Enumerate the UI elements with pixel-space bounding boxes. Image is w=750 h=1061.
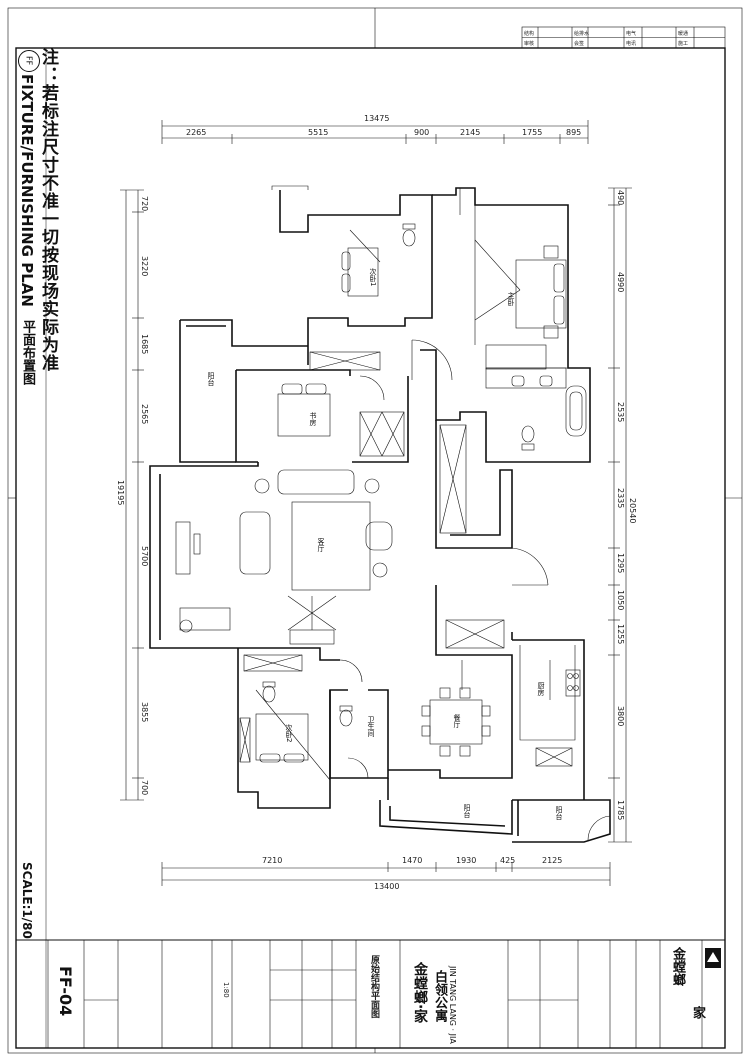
header-table [521,26,726,49]
header-cell: 给排水 [574,31,590,37]
dim-right: 490 [616,190,625,206]
dim-right: 1255 [616,624,625,645]
project-name-en: JIN TANG LANG · JIA [448,966,457,1044]
outer-frame [7,7,743,1054]
dim-right: 1785 [616,800,625,821]
header-cell: 暖通 [678,31,689,37]
dim-bottom: 1930 [456,856,477,865]
room-label-study: 书房 [309,412,317,426]
dim-left: 5700 [140,546,149,567]
brand-logo-icon [705,948,721,968]
room-label-kitchen: 厨房 [537,682,545,696]
sheet-number: FF-04 [56,966,75,1017]
dim-bottom: 425 [500,856,516,865]
dim-left: 700 [140,780,149,796]
dim-bottom: 1470 [402,856,423,865]
dim-top: 5515 [308,128,329,137]
project-name-cn: 金螳螂·家 [412,962,428,1024]
dim-right: 2535 [616,402,625,423]
dim-right: 1295 [616,553,625,574]
room-label-bath: 卫生间 [367,716,375,737]
plan-title: FIXTURE/FURNISHING PLAN 平面布置图 [18,74,37,385]
dim-left: 3220 [140,256,149,277]
dim-bottom: 2125 [542,856,563,865]
dim-left-total: 19195 [116,480,125,506]
dim-left: 3855 [140,702,149,723]
note-text: 注：若标注尺寸不准一切按现场实际为准 [38,48,58,372]
dim-bottom: 7210 [262,856,283,865]
room-label-bed1: 次卧1 [369,268,377,287]
room-label-master: 主卧 [507,292,515,306]
scale-label: SCALE:1/80 [20,862,34,939]
dim-left: 720 [140,196,149,212]
room-label-balcony-left: 阳台 [207,372,215,386]
dim-right: 1050 [616,590,625,611]
dim-right-total: 20540 [628,498,637,524]
dim-top-total: 13475 [364,114,390,123]
header-cell: 结构 [524,31,535,37]
header-cell: 会签 [574,41,585,47]
dim-right: 4990 [616,272,625,293]
dim-top: 895 [566,128,582,137]
plan-title-en: FIXTURE/FURNISHING PLAN [18,74,36,307]
dim-top: 2145 [460,128,481,137]
dim-right: 2335 [616,488,625,509]
room-label-bed2: 次卧2 [285,724,293,743]
brand-name-suffix: 家 [690,1006,705,1019]
project-sub-cn: 白领公寓 [432,970,447,1022]
header-cell: 审核 [524,41,535,47]
room-label-balcony-b2: 阳台 [555,806,563,820]
scale-value: 1:80 [222,982,230,998]
ff-badge: FF [18,50,40,72]
drawing-title: 原始结构平面图 [369,955,379,1018]
dim-top: 2265 [186,128,207,137]
room-label-living: 客厅 [317,538,325,552]
room-label-dining: 餐厅 [453,714,461,728]
header-cell: 施工 [678,41,689,47]
dim-bottom-total: 13400 [374,882,400,891]
title-block [15,939,726,1049]
room-label-balcony-b1: 阳台 [463,804,471,818]
header-cell: 电气 [626,31,637,37]
dim-top: 1755 [522,128,543,137]
dim-left: 2565 [140,404,149,425]
dim-top: 900 [414,128,430,137]
header-cell: 电讯 [626,41,637,47]
dim-left: 1685 [140,334,149,355]
plan-title-cn: 平面布置图 [20,320,35,386]
dimension-lines [120,120,632,886]
dim-right: 3800 [616,706,625,727]
walls [149,187,611,843]
brand-name: 金螳螂 [670,947,685,986]
